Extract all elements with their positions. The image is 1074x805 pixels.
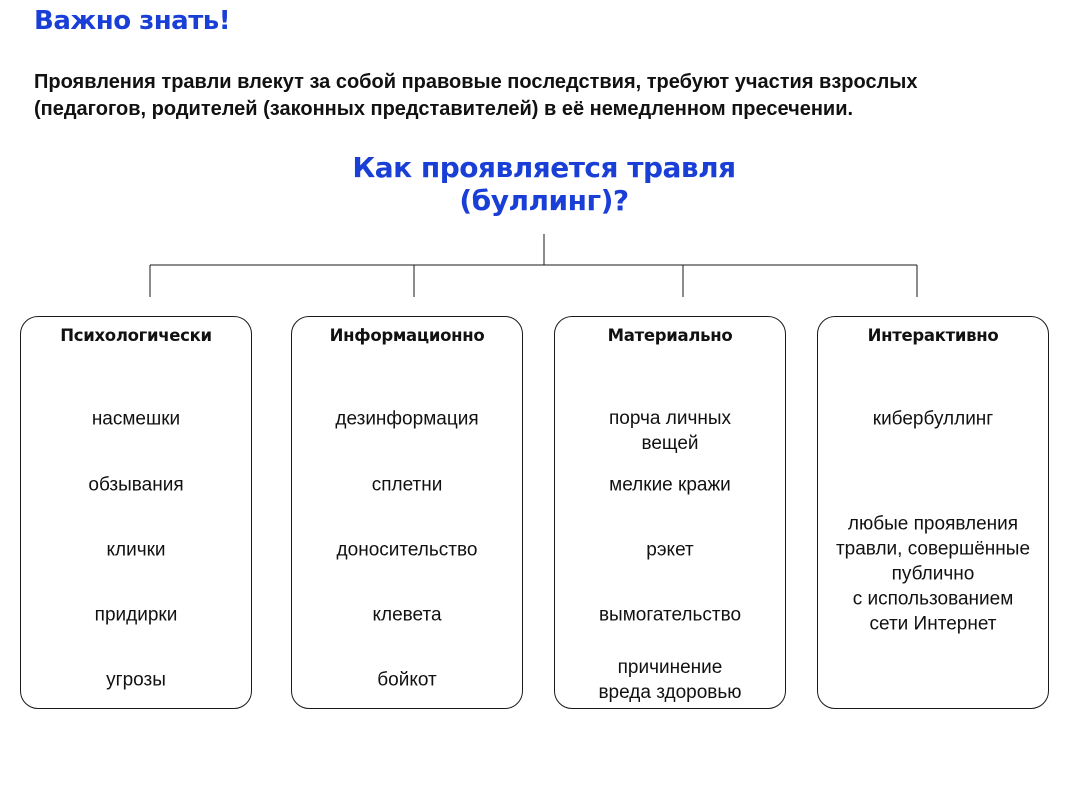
page-heading: Важно знать! [34,6,231,36]
category-item: бойкот [377,669,437,691]
category-item: кибербуллинг [872,408,994,430]
category-item: дезинформация [335,408,479,430]
category-item: причинение вреда здоровью [598,657,742,703]
category-item: любые проявления травли, совершённые пуб… [835,513,1031,635]
category-item: клички [106,539,166,561]
category-item: порча личных вещей [609,408,731,454]
diagram-title-line-1: Как проявляется травля [352,151,736,184]
diagram-title: Как проявляется травля (буллинг)? [240,151,848,217]
category-item: рэкет [646,539,694,561]
category-box-psychological: Психологически насмешки обзывания клички… [20,316,252,709]
category-title: Материально [607,326,733,345]
category-item: вымогательство [598,604,742,626]
category-box-material: Материально порча личных вещей мелкие кр… [554,316,786,709]
category-title: Интерактивно [867,326,999,345]
category-title: Психологически [60,326,212,345]
category-item: насмешки [91,408,181,430]
category-item: клевета [372,604,442,626]
category-box-interactive: Интерактивно кибербуллинг любые проявлен… [817,316,1049,709]
category-item: угрозы [106,669,166,691]
category-item: мелкие кражи [609,474,731,496]
diagram-title-line-2: (буллинг)? [459,184,629,217]
category-box-informational: Информационно дезинформация сплетни доно… [291,316,523,709]
category-item: сплетни [371,474,443,496]
intro-paragraph: Проявления травли влекут за собой правов… [34,71,918,120]
category-item: доносительство [336,539,478,561]
category-title: Информационно [329,326,485,345]
category-item: обзывания [88,474,184,496]
category-item: придирки [94,604,178,626]
